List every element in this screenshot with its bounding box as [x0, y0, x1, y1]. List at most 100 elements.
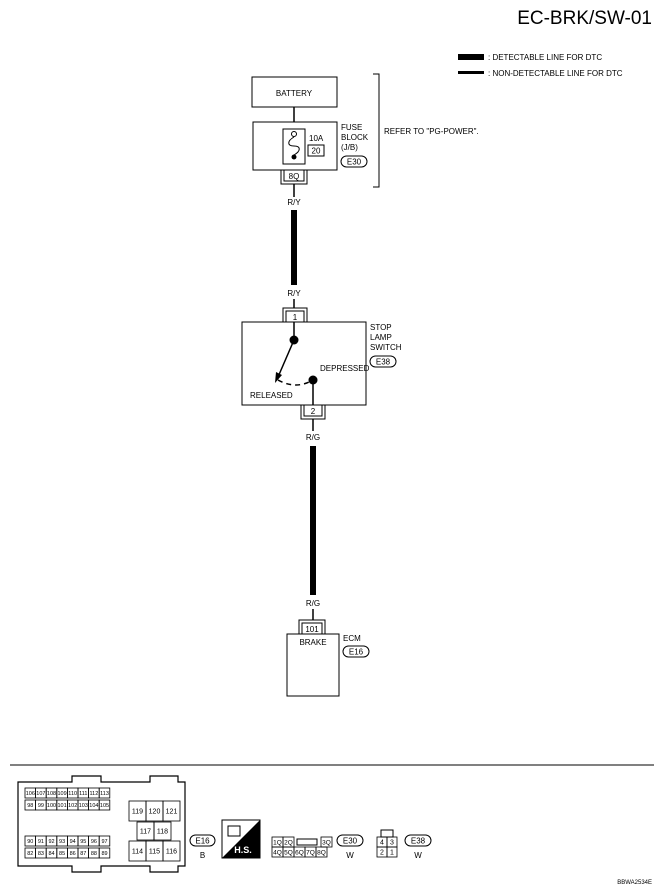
- fuse-block-label-2: BLOCK: [341, 133, 369, 142]
- pin-number: 97: [101, 839, 107, 845]
- switch-arrow-icon: [275, 372, 282, 383]
- pin-number: 110: [68, 791, 77, 797]
- pin-number: 3Q: [322, 839, 331, 846]
- fuse-connector-badge: [340, 155, 368, 168]
- pin-cell: [98, 799, 111, 811]
- ecm-label: ECM: [343, 634, 361, 643]
- pin-number: 7Q: [306, 849, 315, 856]
- switch-released-label: RELEASED: [250, 391, 293, 400]
- switch-lever: [277, 339, 295, 378]
- switch-label-2: LAMP: [370, 333, 392, 342]
- switch-connector-id: E38: [376, 358, 391, 367]
- switch-label-1: STOP: [370, 323, 392, 332]
- pin-number: 94: [70, 839, 76, 845]
- pin-number: 99: [38, 803, 44, 809]
- pin-number: 109: [58, 791, 67, 797]
- pin-number: 1Q: [273, 839, 282, 846]
- pin-number: 121: [166, 808, 178, 815]
- hs-label: H.S.: [234, 845, 252, 855]
- pin-number: 108: [47, 791, 56, 797]
- fuse-terminal-bottom: [291, 154, 297, 160]
- e16-color: B: [200, 851, 205, 860]
- ecm-connector-id: E16: [349, 648, 364, 657]
- switch-terminal-2-label: 2: [311, 407, 316, 416]
- pin-number: 106: [26, 791, 35, 797]
- wire-color-ry-bottom: R/Y: [287, 289, 301, 298]
- pin-cell: [386, 846, 398, 858]
- battery: BATTERY: [251, 76, 338, 108]
- legend-detectable-text: : DETECTABLE LINE FOR DTC: [488, 53, 602, 62]
- pin-cell: [98, 835, 111, 847]
- pin-cell: [98, 787, 111, 799]
- pin-number: 85: [59, 851, 65, 857]
- pin-number: 105: [100, 803, 109, 809]
- wire-color-rg-bottom: R/G: [306, 599, 320, 608]
- legend-non-detectable-text: : NON-DETECTABLE LINE FOR DTC: [488, 69, 623, 78]
- pin-number: 114: [132, 848, 143, 855]
- pin-cell: [162, 840, 181, 862]
- pin-number: 88: [91, 851, 97, 857]
- hs-icon: H.S.: [221, 819, 261, 859]
- e16-badge: [189, 834, 216, 847]
- switch-depressed-label: DEPRESSED: [320, 364, 370, 373]
- pin-number: 104: [89, 803, 98, 809]
- e30-key-slot: [296, 838, 318, 846]
- ecm-connector-badge: [342, 645, 370, 658]
- fuse-terminal-top: [291, 131, 297, 137]
- wire-color-ry-top: R/Y: [287, 198, 301, 207]
- pin-number: 115: [149, 848, 160, 855]
- fuse-block-label-1: FUSE: [341, 123, 362, 132]
- pin-number: 87: [80, 851, 86, 857]
- pin-number: 89: [101, 851, 107, 857]
- pin-number: 3: [390, 839, 394, 846]
- pin-number: 118: [157, 828, 168, 835]
- pin-number: 100: [47, 803, 56, 809]
- pin-number: 107: [36, 791, 45, 797]
- wire-color-rg-top: R/G: [306, 433, 320, 442]
- fuse-amperage: 10A: [309, 134, 324, 143]
- pin-number: 116: [166, 848, 177, 855]
- switch-terminal-2-pin: [303, 404, 323, 417]
- pin-number: 96: [91, 839, 97, 845]
- pin-number: 98: [27, 803, 33, 809]
- pin-number: 92: [48, 839, 54, 845]
- pin-number: 103: [79, 803, 88, 809]
- refer-note: REFER TO "PG-POWER".: [384, 127, 479, 136]
- legend: : DETECTABLE LINE FOR DTC : NON-DETECTAB…: [458, 53, 623, 78]
- pin-number: 117: [140, 828, 151, 835]
- diagram-title: EC-BRK/SW-01: [517, 8, 652, 29]
- switch-connector-badge: [369, 355, 397, 368]
- pin-number: 90: [27, 839, 33, 845]
- pin-number: 1: [390, 849, 394, 856]
- battery-label: BATTERY: [276, 89, 313, 98]
- pin-cell: [98, 847, 111, 859]
- pin-cell: [315, 846, 328, 858]
- pin-number: 93: [59, 839, 65, 845]
- pin-number: 86: [70, 851, 76, 857]
- switch-dashed-travel: [277, 379, 314, 386]
- pin-number: 111: [79, 791, 87, 797]
- e30-id: E30: [343, 837, 358, 846]
- pin-number: 6Q: [295, 849, 304, 856]
- pin-number: 2Q: [284, 839, 293, 846]
- e16-id: E16: [195, 837, 210, 846]
- fuse-connector-id: E30: [347, 158, 362, 167]
- doc-code: BBWA2534E: [617, 880, 652, 886]
- pin-number: 102: [68, 803, 77, 809]
- fuse-number-box: [307, 144, 325, 157]
- pin-number: 83: [38, 851, 44, 857]
- pin-number: 82: [27, 851, 33, 857]
- switch-label-3: SWITCH: [370, 343, 402, 352]
- pin-number: 5Q: [284, 849, 293, 856]
- pin-number: 8Q: [317, 849, 326, 856]
- non-detectable-line-swatch: [458, 71, 484, 74]
- pin-number: 120: [149, 808, 161, 815]
- pin-number: 119: [132, 808, 143, 815]
- hs-connector-glyph: [227, 825, 241, 837]
- pin-number: 4Q: [273, 849, 282, 856]
- e38-color: W: [414, 851, 422, 860]
- stop-lamp-switch: 1 RELEASED DEPRESSED 2 STOP LAMP SWITCH …: [241, 307, 402, 420]
- fuse-block-label-3: (J/B): [341, 143, 358, 152]
